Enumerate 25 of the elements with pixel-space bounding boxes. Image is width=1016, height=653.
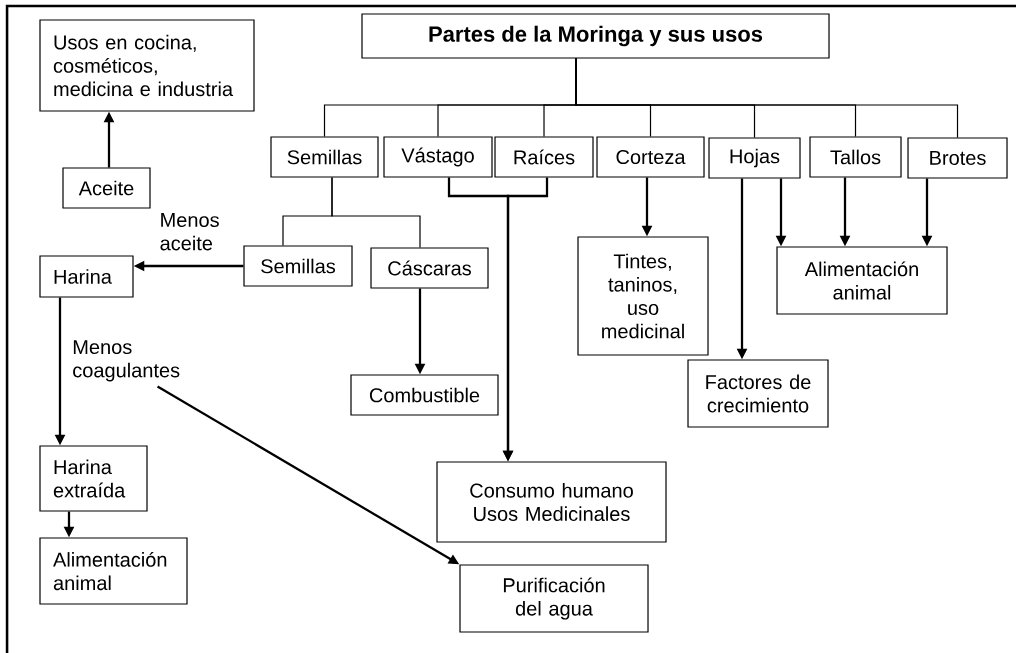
product-box: Cáscaras: [370, 247, 489, 289]
part-box: Hojas: [708, 137, 801, 179]
product-box: Aceite: [62, 167, 151, 209]
use-box: Purificación del agua: [459, 564, 649, 633]
use-box: Factores de crecimiento: [687, 359, 829, 428]
use-box: Alimentación animal: [776, 246, 948, 315]
edge-label: Menos aceite: [158, 211, 227, 252]
part-box: Vástago: [383, 136, 493, 178]
part-box: Semillas: [270, 136, 379, 178]
use-box: Tintes, taninos, uso medicinal: [577, 236, 709, 356]
part-box: Brotes: [907, 137, 1008, 179]
connector-line: [331, 177, 421, 248]
part-box: Raíces: [494, 136, 594, 178]
connector-line: [575, 58, 959, 138]
use-box: Consumo humano Usos Medicinales: [436, 461, 667, 543]
part-box: Corteza: [596, 136, 705, 178]
product-box: Harina: [39, 255, 134, 298]
title-box: Partes de la Moringa y sus usos: [361, 13, 830, 59]
use-box: Combustible: [350, 374, 499, 416]
annotation-text: Menos coagulantes: [73, 340, 180, 382]
part-box: Tallos: [809, 136, 902, 178]
use-box: Alimentación animal: [39, 537, 188, 605]
product-box: Harina extraída: [39, 445, 148, 512]
use-box: Usos en cocina, cosméticos, medicina e industria: [39, 19, 255, 112]
product-box: Semillas: [243, 245, 353, 287]
